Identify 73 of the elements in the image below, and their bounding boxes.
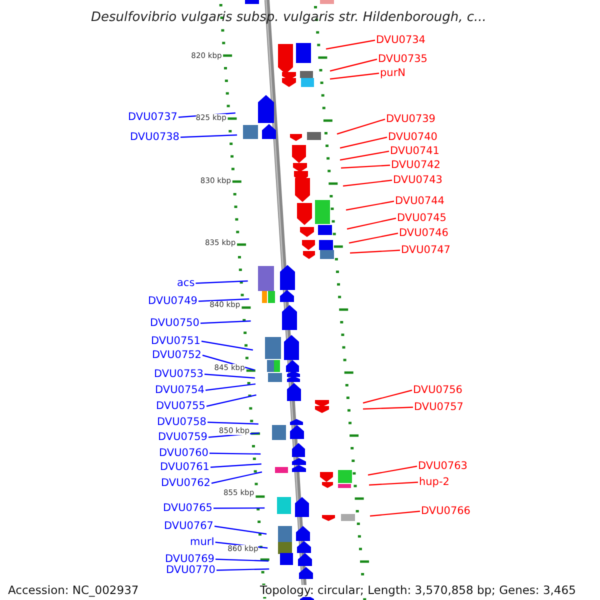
leader-line	[210, 463, 262, 468]
gene-label: DVU0762	[161, 478, 210, 488]
gene-label: DVU0745	[397, 213, 446, 224]
leader-line	[330, 72, 380, 80]
gene-label: DVU0759	[158, 432, 208, 442]
leader-line	[214, 507, 265, 509]
gene-label: DVU0769	[165, 554, 214, 564]
gene-label: DVU0753	[154, 369, 204, 380]
gene-label: DVU0761	[160, 462, 210, 472]
leader-line	[207, 422, 258, 425]
gene-label: hup-2	[419, 477, 450, 488]
gene-label: DVU0763	[418, 461, 468, 472]
leader-line	[346, 218, 396, 230]
gene-label: DVU0738	[130, 132, 180, 142]
leader-line	[350, 250, 400, 254]
leader-line	[205, 383, 256, 391]
accession-text: Accession: NC_002937	[8, 585, 139, 596]
leader-line	[204, 374, 256, 379]
gene-label: DVU0742	[391, 160, 440, 170]
gene-label: DVU0765	[163, 503, 212, 514]
leader-line	[198, 298, 250, 302]
leader-line	[210, 452, 261, 455]
leader-line	[368, 482, 418, 486]
gene-label: murI	[190, 537, 214, 548]
gene-label: DVU0755	[156, 401, 206, 412]
leader-line	[200, 320, 251, 324]
gene-label: DVU0746	[399, 228, 448, 238]
gene-label: purN	[380, 68, 406, 78]
leader-line	[370, 510, 420, 517]
leader-line	[340, 150, 390, 161]
leader-line	[362, 390, 412, 404]
gene-label: DVU0757	[414, 402, 464, 412]
leader-line	[330, 58, 378, 72]
leader-line	[215, 558, 269, 562]
gene-label: DVU0760	[159, 448, 208, 458]
leader-line	[326, 40, 376, 50]
leader-line	[346, 200, 394, 211]
leader-line	[196, 280, 248, 284]
leader-line	[336, 118, 386, 135]
gene-label: acs	[177, 278, 195, 288]
gene-label: DVU0734	[376, 35, 426, 46]
leader-line	[348, 232, 398, 244]
leader-line	[180, 134, 238, 138]
leader-line	[340, 164, 390, 169]
leader-line	[206, 394, 256, 407]
gene-label: DVU0747	[401, 245, 450, 256]
gene-label: DVU0741	[390, 146, 440, 156]
leader-line	[211, 471, 262, 484]
leader-line	[368, 466, 418, 476]
leader-line	[201, 340, 254, 351]
gene-label: DVU0751	[151, 336, 200, 346]
gene-label: DVU0735	[378, 54, 428, 64]
gene-label: DVU0744	[395, 196, 444, 206]
gene-label: DVU0739	[386, 114, 436, 124]
gene-label: DVU0752	[152, 350, 202, 360]
gene-label: DVU0743	[393, 175, 442, 186]
gene-label: DVU0754	[155, 385, 204, 396]
gene-label: DVU0737	[128, 112, 178, 122]
leader-line	[216, 568, 270, 571]
gene-label: DVU0750	[150, 318, 200, 328]
gene-label: DVU0758	[157, 417, 206, 428]
map-title: Desulfovibrio vulgaris subsp. vulgaris str. Hildenborough, c...	[91, 11, 486, 24]
gene-label: DVU0770	[166, 565, 216, 576]
gene-label: DVU0766	[421, 506, 470, 516]
leader-line	[342, 180, 392, 187]
leader-line	[340, 136, 388, 149]
leader-line	[214, 526, 267, 535]
gene-label: DVU0767	[164, 521, 214, 532]
genome-summary-text: Topology: circular; Length: 3,570,858 bp; Genes: 3,465	[260, 585, 576, 596]
gene-label: DVU0749	[148, 296, 198, 306]
gene-label: DVU0740	[388, 132, 438, 142]
leader-line	[362, 406, 414, 410]
gene-label: DVU0756	[413, 385, 462, 396]
